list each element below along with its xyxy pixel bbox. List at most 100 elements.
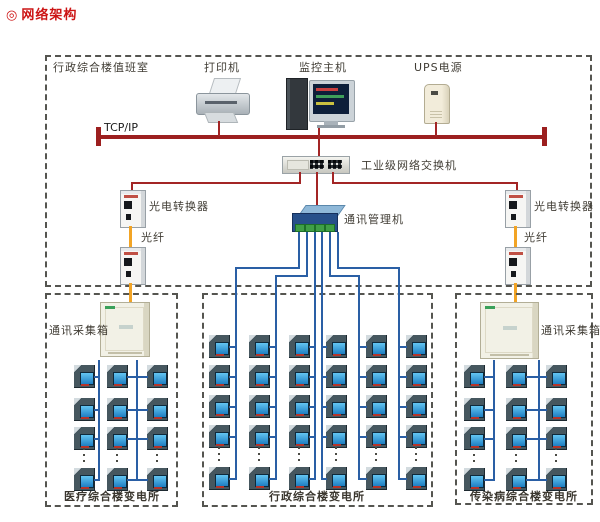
tcpip-bus-line <box>98 135 545 139</box>
meter-connection-line <box>398 346 407 348</box>
collector-cabinet-icon <box>480 302 539 359</box>
meter-led <box>333 384 341 386</box>
page-title: ◎网络架构 <box>6 4 77 23</box>
ellipsis-dots <box>415 447 417 463</box>
ups-drop-line <box>435 122 437 136</box>
meter-led <box>471 446 479 448</box>
meter-led <box>413 414 421 416</box>
power-meter-icon <box>147 468 168 491</box>
meter-connection-line <box>526 438 540 440</box>
switch-link-left <box>299 172 301 184</box>
optical-converter-icon <box>505 190 531 228</box>
printer-label: 打印机 <box>204 61 240 74</box>
power-meter-icon <box>74 365 95 388</box>
station-box-admin <box>202 293 433 507</box>
collector-right-label: 通讯采集箱 <box>541 324 600 337</box>
power-meter-icon <box>506 365 527 388</box>
manager-line <box>275 275 308 277</box>
meter-connection-line <box>398 406 407 408</box>
power-meter-icon <box>209 425 230 448</box>
meter-connection-line <box>358 406 367 408</box>
meter-led <box>154 446 162 448</box>
power-meter-icon <box>107 468 128 491</box>
power-meter-icon <box>464 427 485 450</box>
power-meter-icon <box>546 398 567 421</box>
meter-connection-line <box>229 436 237 438</box>
converter-right-label: 光电转换器 <box>534 200 594 213</box>
ellipsis-dots <box>375 447 377 463</box>
meter-connection-line <box>538 376 547 378</box>
meter-connection-line <box>398 376 407 378</box>
manager-line <box>306 232 308 277</box>
meter-led <box>296 486 304 488</box>
meter-connection-line <box>94 438 100 440</box>
cabinet-logo <box>485 306 495 309</box>
manager-terminal <box>305 224 315 232</box>
converter-port <box>509 258 517 266</box>
meter-led <box>513 384 521 386</box>
power-meter-icon <box>406 365 427 388</box>
power-meter-icon <box>249 425 270 448</box>
manager-terminal <box>295 224 305 232</box>
station-name-admin: 行政综合楼变电所 <box>269 490 365 503</box>
power-meter-icon <box>366 425 387 448</box>
power-meter-icon <box>406 395 427 418</box>
optical-converter-icon <box>120 247 146 285</box>
meter-led <box>114 446 122 448</box>
meter-led <box>373 414 381 416</box>
fiber-left-label: 光纤 <box>141 231 165 244</box>
station-bus-line <box>314 232 316 480</box>
ellipsis-dots <box>335 447 337 463</box>
meter-led <box>154 487 162 489</box>
meter-led <box>373 444 381 446</box>
meter-led <box>81 487 89 489</box>
meter-led <box>413 384 421 386</box>
control-room-label: 行政综合楼值班室 <box>53 61 149 74</box>
meter-connection-line <box>136 409 148 411</box>
meter-led <box>373 384 381 386</box>
right-converter-drop <box>516 182 518 191</box>
station-box-infectious <box>455 293 593 505</box>
ellipsis-dots <box>555 448 557 464</box>
power-meter-icon <box>249 365 270 388</box>
cabinet-text-line <box>489 354 530 356</box>
meter-connection-line <box>484 438 495 440</box>
meter-connection-line <box>358 346 367 348</box>
meter-led <box>256 414 264 416</box>
meter-connection-line <box>229 478 237 480</box>
manager-terminal <box>315 224 325 232</box>
converter-port <box>124 258 132 266</box>
station-box-medical <box>45 293 178 507</box>
host-label: 监控主机 <box>299 61 347 74</box>
power-meter-icon <box>366 365 387 388</box>
fiber-right-label: 光纤 <box>524 231 548 244</box>
printer-slot <box>205 101 237 104</box>
converter-tag <box>124 195 138 198</box>
meter-connection-line <box>229 346 237 348</box>
power-meter-icon <box>289 395 310 418</box>
tcpip-label: TCP/IP <box>104 121 138 134</box>
screen-data-bar <box>316 95 344 98</box>
power-meter-icon <box>147 365 168 388</box>
meter-led <box>154 384 162 386</box>
power-meter-icon <box>107 398 128 421</box>
meter-connection-line <box>94 479 100 481</box>
power-meter-icon <box>406 425 427 448</box>
station-bus-line <box>321 232 323 480</box>
power-meter-icon <box>326 335 347 358</box>
power-meter-icon <box>326 467 347 490</box>
link-to-right-converter <box>332 182 518 184</box>
meter-connection-line <box>309 478 316 480</box>
meter-led <box>216 444 224 446</box>
meter-connection-line <box>484 376 495 378</box>
collector-cabinet-icon <box>100 302 150 357</box>
meter-connection-line <box>484 409 495 411</box>
switch-ports <box>328 160 342 169</box>
meter-connection-line <box>321 346 327 348</box>
station-bus-line <box>538 360 540 480</box>
cabinet-door <box>105 307 144 351</box>
station-name-medical: 医疗综合楼变电所 <box>64 490 160 503</box>
power-meter-icon <box>289 365 310 388</box>
meter-led <box>81 446 89 448</box>
monitor-base <box>317 125 345 128</box>
